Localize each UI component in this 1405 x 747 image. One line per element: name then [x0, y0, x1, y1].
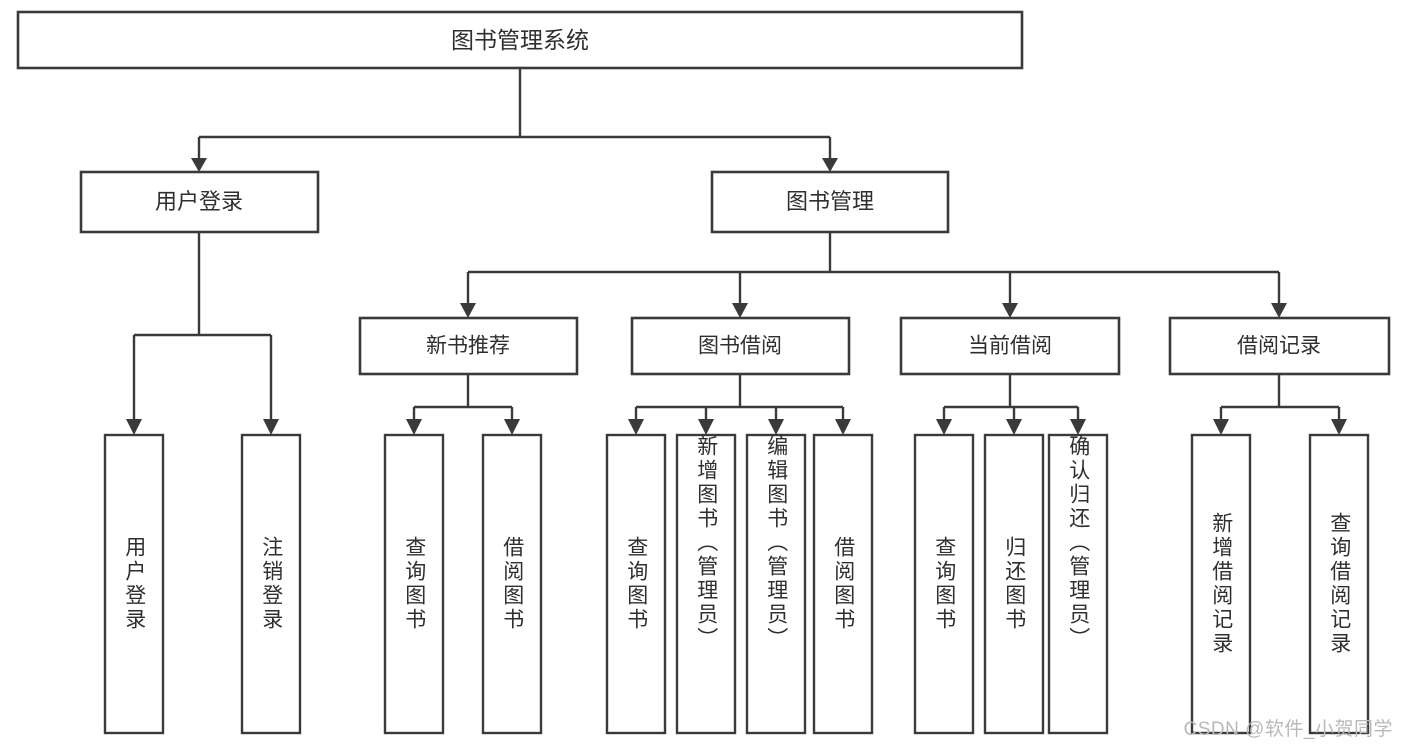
node-user-login-box [79, 170, 320, 234]
node-book-borrow[interactable]: 图书借阅 [630, 316, 851, 376]
arrow-current-leaf-1 [936, 419, 952, 435]
arrow-root-to-bookmgmt [822, 158, 838, 172]
arrow-borrow-leaf-4 [835, 419, 851, 435]
node-borrow-record[interactable]: 借阅记录 [1168, 316, 1391, 376]
node-book-management-label: 图书管理 [786, 189, 874, 214]
leaf-box-borrow-record-2[interactable] [1308, 433, 1370, 735]
node-book-borrow-box [630, 316, 851, 376]
leaf-box-current-borrow-1[interactable] [913, 433, 975, 735]
arrow-current-leaf-2 [1006, 419, 1022, 435]
leaf-box-current-borrow-2[interactable] [983, 433, 1045, 735]
leaf-box-new-book-2[interactable] [481, 433, 543, 735]
arrow-borrow-leaf-1 [628, 419, 644, 435]
leaf-box-new-book-1[interactable] [383, 433, 445, 735]
node-new-book-recommend[interactable]: 新书推荐 [358, 316, 579, 376]
arrow-newbook-leaf-2 [504, 419, 520, 435]
node-borrow-record-box [1168, 316, 1391, 376]
leaf-boxes [103, 433, 1370, 735]
arrow-bookmgmt-to-newbook [460, 303, 476, 318]
node-book-management[interactable]: 图书管理 [710, 170, 950, 234]
arrow-bookmgmt-to-record [1271, 303, 1287, 318]
node-new-book-recommend-label: 新书推荐 [426, 335, 510, 358]
node-new-book-recommend-box [358, 316, 579, 376]
arrow-bookmgmt-to-current [1002, 303, 1018, 318]
leaf-box-user-login-1[interactable] [103, 433, 165, 735]
arrow-record-leaf-1 [1213, 419, 1229, 435]
arrow-bookmgmt-to-borrow [732, 303, 748, 318]
leaf-box-borrow-record-1[interactable] [1190, 433, 1252, 735]
arrow-newbook-leaf-1 [406, 419, 422, 435]
node-borrow-record-label: 借阅记录 [1237, 335, 1321, 358]
arrow-userlogin-leaf-1 [126, 419, 142, 435]
connectors [126, 68, 1347, 435]
csdn-watermark: CSDN @软件_小贺同学 [1183, 719, 1393, 740]
node-root-label: 图书管理系统 [451, 27, 589, 53]
node-book-management-box [710, 170, 950, 234]
leaf-box-book-borrow-3[interactable] [745, 433, 807, 735]
node-user-login[interactable]: 用户登录 [79, 170, 320, 234]
leaf-box-current-borrow-3[interactable] [1047, 433, 1109, 735]
arrow-record-leaf-2 [1331, 419, 1347, 435]
node-user-login-label: 用户登录 [155, 189, 243, 214]
leaf-box-book-borrow-4[interactable] [812, 433, 874, 735]
node-current-borrow-box [899, 316, 1121, 376]
arrow-userlogin-leaf-2 [263, 419, 279, 435]
node-current-borrow[interactable]: 当前借阅 [899, 316, 1121, 376]
arrow-current-leaf-3 [1070, 419, 1086, 435]
node-book-borrow-label: 图书借阅 [698, 335, 782, 358]
arrow-root-to-userlogin [191, 158, 207, 172]
node-root-box [16, 10, 1024, 70]
leaf-box-book-borrow-2[interactable] [675, 433, 737, 735]
leaf-box-user-login-2[interactable] [240, 433, 302, 735]
node-root-system[interactable]: 图书管理系统 [16, 10, 1024, 70]
arrow-borrow-leaf-2 [698, 419, 714, 435]
node-current-borrow-label: 当前借阅 [968, 335, 1052, 358]
arrow-borrow-leaf-3 [768, 419, 784, 435]
leaf-box-book-borrow-1[interactable] [605, 433, 667, 735]
